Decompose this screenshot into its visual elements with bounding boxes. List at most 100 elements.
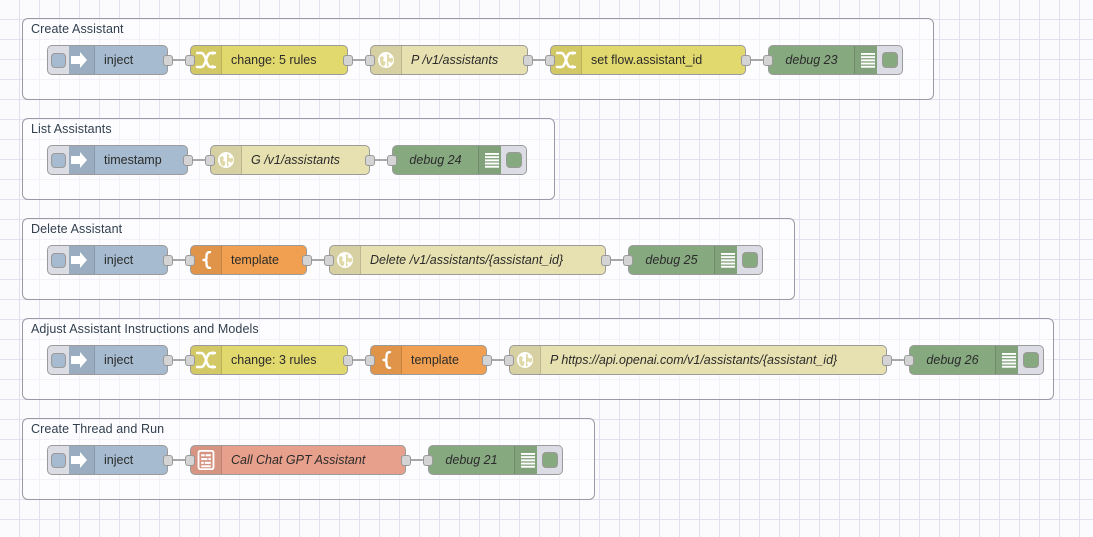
node-wire[interactable] xyxy=(487,359,509,361)
node-wire[interactable] xyxy=(348,359,370,361)
inject-arrow-icon xyxy=(64,46,95,74)
node-wire[interactable] xyxy=(406,459,428,461)
node-output-port[interactable] xyxy=(401,455,411,466)
inject-trigger-square xyxy=(51,352,66,368)
node-wire[interactable] xyxy=(188,159,210,161)
node-output-port[interactable] xyxy=(163,355,173,366)
debug-lines-icon xyxy=(714,246,741,274)
node-label: template xyxy=(411,353,459,367)
node-label: inject xyxy=(104,453,134,467)
node-input-port[interactable] xyxy=(423,455,433,466)
node-http[interactable]: P https://api.openai.com/v1/assistants/{… xyxy=(504,345,892,375)
node-http[interactable]: P /v1/assistants xyxy=(365,45,533,75)
node-output-port[interactable] xyxy=(183,155,193,166)
inject-trigger-button[interactable] xyxy=(47,445,69,475)
debug-toggle-button[interactable] xyxy=(737,245,763,275)
node-wire[interactable] xyxy=(370,159,392,161)
inject-trigger-button[interactable] xyxy=(47,45,69,75)
debug-toggle-square xyxy=(541,452,558,468)
node-input-port[interactable] xyxy=(205,155,215,166)
node-wire[interactable] xyxy=(746,59,768,61)
node-debug[interactable]: debug 24 xyxy=(387,145,527,175)
node-wire[interactable] xyxy=(887,359,909,361)
node-input-port[interactable] xyxy=(185,455,195,466)
debug-toggle-square xyxy=(505,152,522,168)
inject-trigger-button[interactable] xyxy=(47,145,69,175)
node-input-port[interactable] xyxy=(763,55,773,66)
debug-lines-icon xyxy=(854,46,881,74)
node-inject[interactable]: inject xyxy=(47,445,173,475)
node-debug[interactable]: debug 21 xyxy=(423,445,563,475)
group-label: Delete Assistant xyxy=(31,222,123,236)
node-output-port[interactable] xyxy=(741,55,751,66)
node-output-port[interactable] xyxy=(302,255,312,266)
node-input-port[interactable] xyxy=(185,255,195,266)
node-input-port[interactable] xyxy=(185,355,195,366)
node-input-port[interactable] xyxy=(904,355,914,366)
debug-toggle-button[interactable] xyxy=(537,445,563,475)
node-wire[interactable] xyxy=(307,259,329,261)
node-input-port[interactable] xyxy=(623,255,633,266)
node-output-port[interactable] xyxy=(343,55,353,66)
node-label: P https://api.openai.com/v1/assistants/{… xyxy=(550,353,838,367)
node-wire[interactable] xyxy=(168,59,190,61)
node-debug[interactable]: debug 25 xyxy=(623,245,763,275)
node-input-port[interactable] xyxy=(365,55,375,66)
node-output-port[interactable] xyxy=(343,355,353,366)
debug-toggle-button[interactable] xyxy=(501,145,527,175)
node-output-port[interactable] xyxy=(163,455,173,466)
node-wire[interactable] xyxy=(528,59,550,61)
node-template[interactable]: template xyxy=(185,245,312,275)
inject-arrow-icon xyxy=(64,446,95,474)
debug-lines-icon xyxy=(478,146,505,174)
node-template[interactable]: template xyxy=(365,345,492,375)
node-http[interactable]: G /v1/assistants xyxy=(205,145,375,175)
node-chatgpt[interactable]: Call Chat GPT Assistant xyxy=(185,445,411,475)
node-output-port[interactable] xyxy=(882,355,892,366)
node-debug[interactable]: debug 23 xyxy=(763,45,903,75)
node-change[interactable]: change: 5 rules xyxy=(185,45,353,75)
node-inject[interactable]: inject xyxy=(47,45,173,75)
node-wire[interactable] xyxy=(168,259,190,261)
node-label: debug 23 xyxy=(785,53,838,67)
node-output-port[interactable] xyxy=(163,55,173,66)
debug-toggle-square xyxy=(741,252,758,268)
node-input-port[interactable] xyxy=(324,255,334,266)
node-output-port[interactable] xyxy=(601,255,611,266)
inject-trigger-button[interactable] xyxy=(47,345,69,375)
inject-arrow-icon xyxy=(64,246,95,274)
node-input-port[interactable] xyxy=(387,155,397,166)
node-label: P /v1/assistants xyxy=(411,53,499,67)
node-debug[interactable]: debug 26 xyxy=(904,345,1044,375)
debug-toggle-button[interactable] xyxy=(1018,345,1044,375)
node-change[interactable]: change: 3 rules xyxy=(185,345,353,375)
node-input-port[interactable] xyxy=(185,55,195,66)
node-change[interactable]: set flow.assistant_id xyxy=(545,45,751,75)
node-output-port[interactable] xyxy=(523,55,533,66)
node-label: inject xyxy=(104,53,134,67)
node-http[interactable]: Delete /v1/assistants/{assistant_id} xyxy=(324,245,611,275)
node-wire[interactable] xyxy=(606,259,628,261)
group-label: Create Thread and Run xyxy=(31,422,165,436)
node-output-port[interactable] xyxy=(365,155,375,166)
group-label: List Assistants xyxy=(31,122,112,136)
node-output-port[interactable] xyxy=(163,255,173,266)
inject-trigger-button[interactable] xyxy=(47,245,69,275)
node-wire[interactable] xyxy=(168,359,190,361)
node-label: debug 25 xyxy=(645,253,698,267)
node-wire[interactable] xyxy=(348,59,370,61)
node-wire[interactable] xyxy=(168,459,190,461)
node-inject[interactable]: timestamp xyxy=(47,145,193,175)
node-inject[interactable]: inject xyxy=(47,245,173,275)
node-input-port[interactable] xyxy=(504,355,514,366)
debug-lines-icon xyxy=(995,346,1022,374)
node-input-port[interactable] xyxy=(545,55,555,66)
node-inject[interactable]: inject xyxy=(47,345,173,375)
debug-toggle-button[interactable] xyxy=(877,45,903,75)
inject-trigger-square xyxy=(51,152,66,168)
debug-lines-icon xyxy=(514,446,541,474)
debug-toggle-square xyxy=(881,52,898,68)
node-output-port[interactable] xyxy=(482,355,492,366)
node-input-port[interactable] xyxy=(365,355,375,366)
